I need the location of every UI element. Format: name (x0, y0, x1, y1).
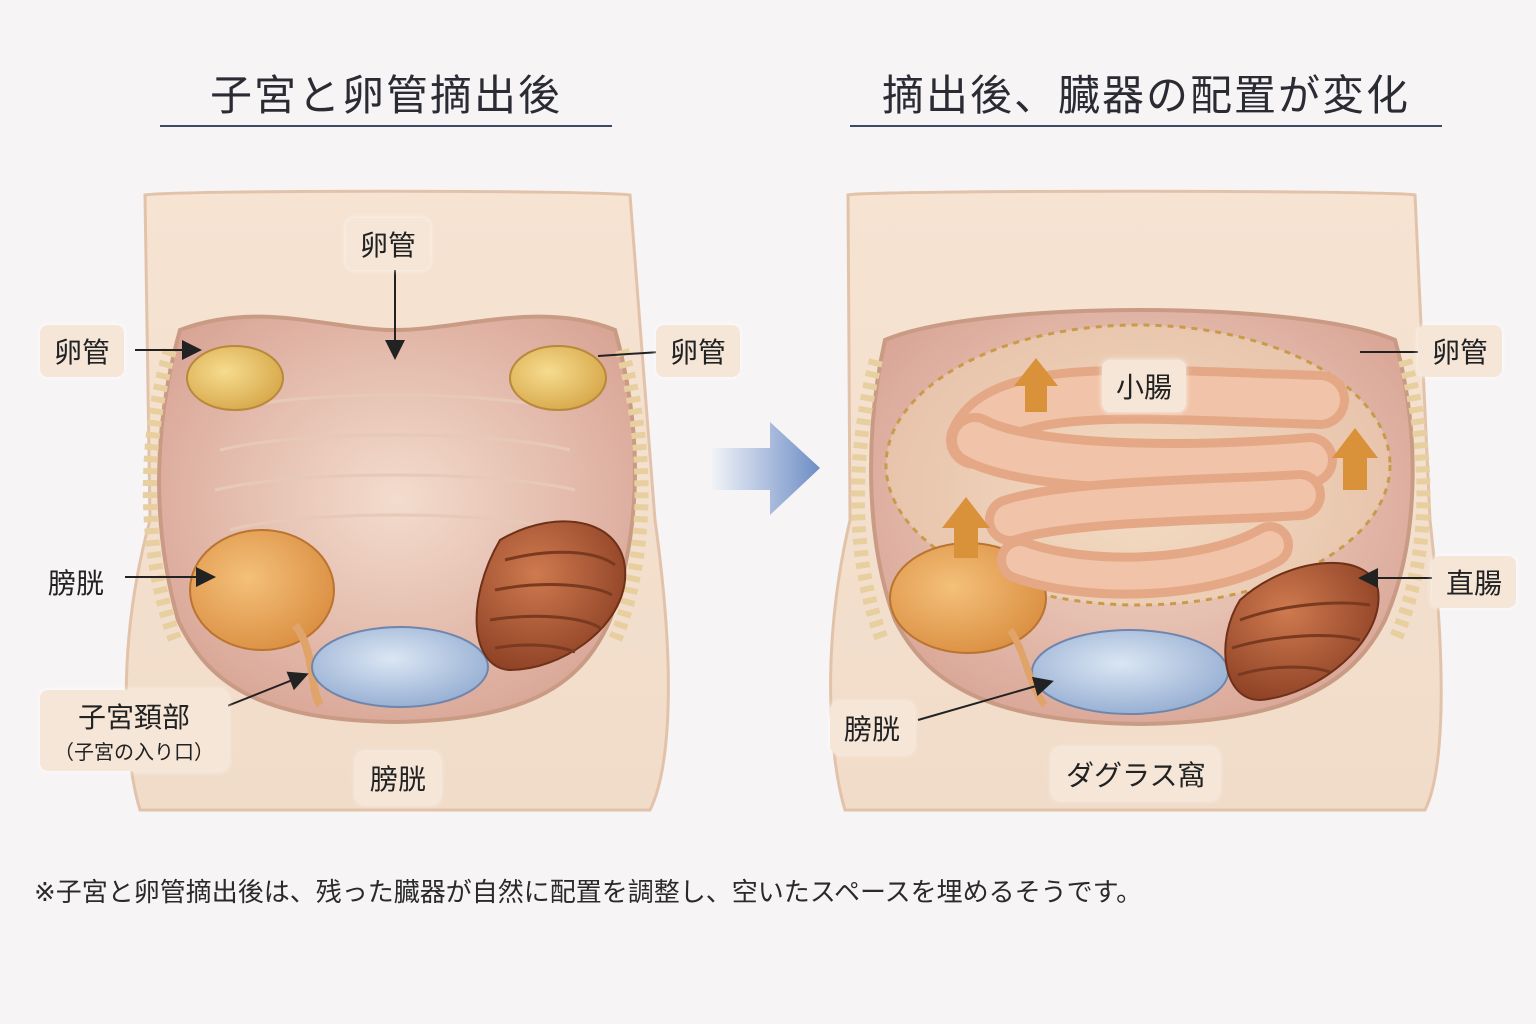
right-vagina-blue (1031, 629, 1229, 715)
left-title-rule (160, 125, 612, 127)
right-small-intestine (946, 365, 1349, 599)
label-left-left-tube: 卵管 (40, 325, 125, 377)
label-left-right-tube: 卵管 (656, 325, 741, 377)
right-panel-title: 摘出後、臓器の配置が変化 (881, 71, 1410, 120)
left-vagina-blue (311, 626, 489, 708)
footnote: ※子宮と卵管摘出後は、残った臓器が自然に配置を調整し、空いたスペースを埋めるそう… (34, 878, 1143, 908)
label-left-cervix-main: 子宮頚部 (77, 701, 190, 734)
transition-arrow (712, 422, 820, 515)
label-right-douglas: ダグラス窩 (1052, 748, 1220, 800)
right-ureter (1007, 627, 1048, 708)
up-arrow-2 (942, 497, 990, 558)
left-ovary-left (186, 345, 284, 411)
label-right-bladder: 膀胱 (830, 702, 915, 754)
label-right-small-intestine: 小腸 (1102, 360, 1187, 412)
up-arrow-3 (1332, 428, 1378, 490)
label-right-rectum: 直腸 (1432, 556, 1517, 608)
label-left-bladder: 膀胱 (48, 567, 105, 600)
leader-right-bladder (917, 676, 1054, 721)
right-title-rule (850, 125, 1442, 127)
left-ovary-right (509, 345, 607, 411)
up-arrow-1 (1014, 358, 1058, 412)
label-right-tube: 卵管 (1418, 325, 1503, 377)
label-left-cervix: 子宮頚部 （子宮の入り口） (40, 690, 228, 771)
right-rectum-organ (1224, 561, 1380, 702)
label-left-cervix-note: （子宮の入り口） (54, 740, 214, 764)
left-bladder-organ (189, 529, 335, 651)
label-left-bottom-bladder: 膀胱 (356, 752, 441, 804)
leader-left-right-tube (597, 351, 661, 357)
left-panel-title: 子宮と卵管摘出後 (209, 71, 562, 120)
label-left-top-tube: 卵管 (346, 218, 431, 270)
